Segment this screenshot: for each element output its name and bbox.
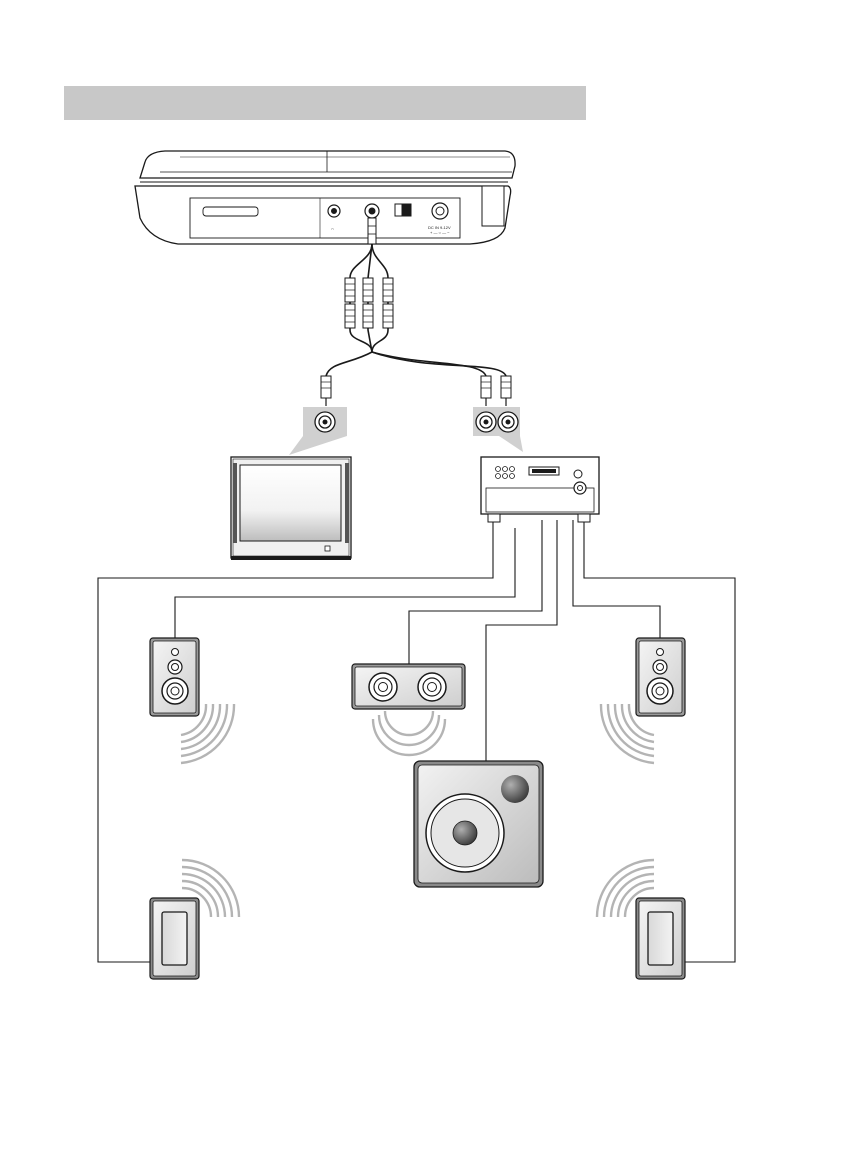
subwoofer	[413, 760, 544, 888]
tv-screen	[239, 464, 342, 542]
svg-text:+ — ○ — −: + — ○ — −	[430, 230, 450, 235]
section-title-bar	[64, 86, 586, 120]
center-speaker	[351, 663, 466, 710]
headphone-symbol: ∩	[331, 226, 334, 231]
television	[230, 456, 352, 560]
sound-waves	[180, 703, 655, 918]
disc-slot	[202, 206, 259, 217]
av-cable	[320, 217, 512, 406]
receiver-audio-jacks-callout	[473, 407, 523, 452]
player-lid	[139, 150, 516, 179]
rear-right-speaker	[635, 897, 686, 980]
front-left-speaker	[149, 637, 200, 717]
svg-text:DC IN 9-12V: DC IN 9-12V	[428, 225, 451, 230]
front-right-speaker	[635, 637, 686, 717]
speaker-wiring	[97, 520, 736, 963]
av-receiver	[480, 456, 600, 523]
rear-left-speaker	[149, 897, 200, 980]
portable-dvd-player: ∩ DC IN 9-12V + — ○ — −	[134, 150, 516, 245]
tv-video-jack-callout	[289, 407, 347, 455]
